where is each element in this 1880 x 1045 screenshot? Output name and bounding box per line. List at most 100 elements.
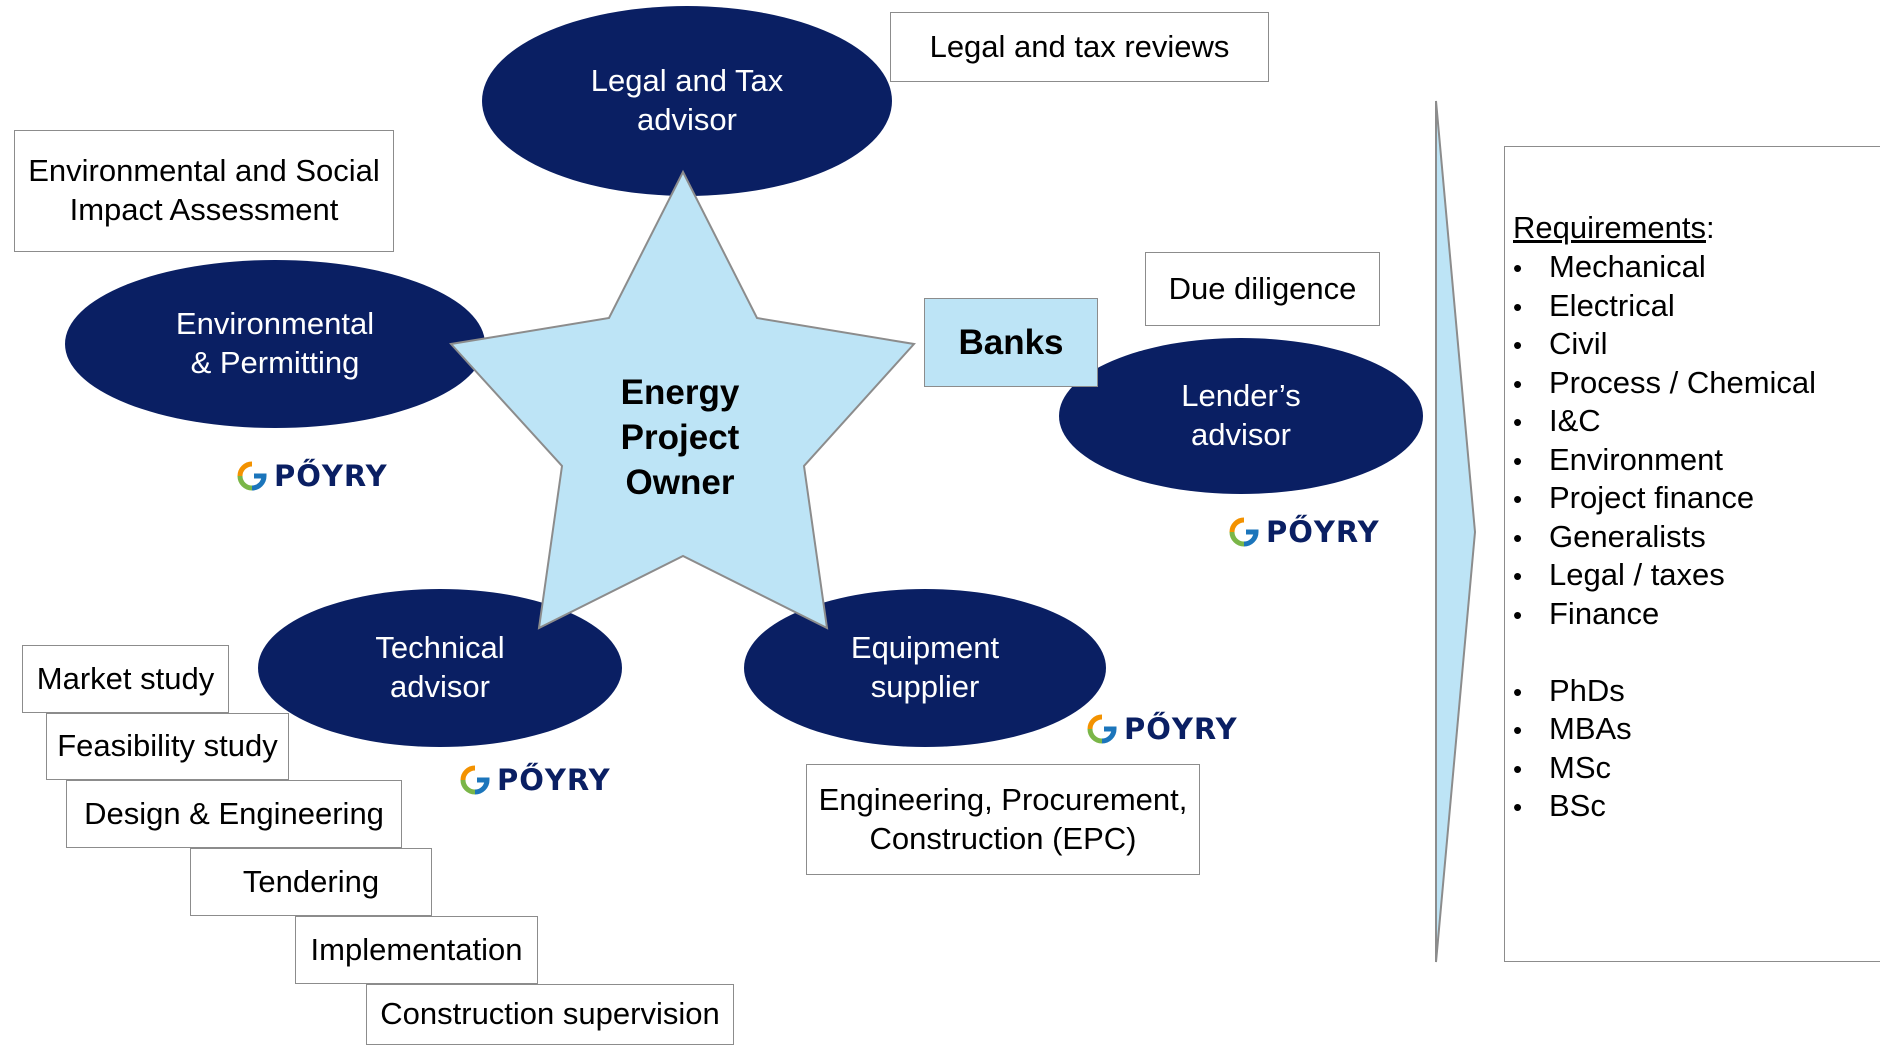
poyry-logo-lenders: PŐYRY <box>1229 515 1380 549</box>
legal-tax-advisor-ellipse: Legal and Tax advisor <box>482 6 892 196</box>
bullet: • <box>1513 715 1523 745</box>
degree-label: PhDs <box>1549 672 1625 708</box>
technical-advisor-line2: advisor <box>390 669 490 704</box>
requirement-label: I&C <box>1549 403 1601 438</box>
stage-label: Implementation <box>310 931 523 967</box>
legal-tax-advisor-line2: advisor <box>637 102 737 137</box>
poyry-logo-text: PŐYRY <box>274 459 388 493</box>
requirements-panel <box>1504 146 1880 962</box>
requirement-label: Legal / taxes <box>1549 557 1725 592</box>
stage-tendering: Tendering <box>190 848 432 916</box>
epc-line1: Engineering, Procurement, <box>818 781 1188 817</box>
degree-item: • MSc <box>1513 749 1816 788</box>
requirement-label: Civil <box>1549 326 1608 361</box>
requirements-title-colon: : <box>1705 210 1715 245</box>
bullet: • <box>1513 330 1523 360</box>
requirement-label: Generalists <box>1549 518 1706 554</box>
stage-feasibility-study: Feasibility study <box>46 713 289 780</box>
poyry-logo-text: PŐYRY <box>497 763 611 797</box>
list-spacer <box>1513 633 1816 672</box>
legal-tax-reviews-label: Legal and tax reviews <box>929 28 1230 64</box>
legal-tax-reviews-box: Legal and tax reviews <box>890 12 1269 82</box>
requirement-label: Project finance <box>1549 480 1755 515</box>
requirements-list: • Mechanical • Electrical • Civil • Process … <box>1513 248 1816 826</box>
stage-construction-supervision: Construction supervision <box>366 984 734 1045</box>
due-diligence-box: Due diligence <box>1145 252 1380 326</box>
requirement-item: • Project finance <box>1513 479 1816 518</box>
requirement-label: Finance <box>1549 595 1660 631</box>
esia-line1: Environmental and Social <box>28 153 380 189</box>
poyry-swirl-icon <box>237 461 267 491</box>
lenders-advisor-line2: advisor <box>1191 417 1291 452</box>
poyry-logo-equipment: PŐYRY <box>1087 712 1238 746</box>
requirements-title-text: Requirements <box>1513 210 1706 245</box>
bullet: • <box>1513 522 1523 553</box>
stage-implementation: Implementation <box>295 916 538 984</box>
environmental-permitting-line1: Environmental <box>175 306 375 342</box>
banks-box: Banks <box>924 298 1098 387</box>
stage-label: Market study <box>36 660 215 696</box>
bullet: • <box>1513 445 1523 476</box>
center-line3: Owner <box>625 463 735 502</box>
bullet: • <box>1513 561 1523 591</box>
bullet: • <box>1513 599 1523 630</box>
esia-line2: Impact Assessment <box>69 192 339 227</box>
poyry-logo-environmental: PŐYRY <box>237 459 388 493</box>
requirement-label: Mechanical <box>1549 249 1706 284</box>
requirement-label: Process / Chemical <box>1549 364 1817 400</box>
stage-market-study: Market study <box>22 645 229 713</box>
requirement-label: Environment <box>1549 441 1724 477</box>
bullet: • <box>1513 484 1523 514</box>
equipment-supplier-line2: supplier <box>870 669 980 704</box>
requirements-title: Requirements: <box>1513 210 1715 246</box>
technical-advisor-line1: Technical <box>375 630 505 666</box>
lenders-advisor-ellipse: Lender’s advisor <box>1059 338 1423 494</box>
requirement-item: • Legal / taxes <box>1513 556 1816 595</box>
requirement-item: • Civil <box>1513 325 1816 364</box>
bullet: • <box>1513 753 1523 784</box>
requirement-label: Electrical <box>1549 287 1675 323</box>
requirement-item: • Environment <box>1513 441 1816 480</box>
equipment-supplier-line1: Equipment <box>850 630 1000 666</box>
degree-item: • MBAs <box>1513 710 1816 749</box>
environmental-permitting-ellipse: Environmental & Permitting <box>65 260 485 428</box>
center-line1: Energy <box>620 373 740 412</box>
stage-label: Construction supervision <box>380 996 720 1032</box>
requirement-item: • Electrical <box>1513 287 1816 326</box>
lenders-advisor-line1: Lender’s <box>1181 378 1301 414</box>
stage-label: Feasibility study <box>57 728 278 764</box>
requirement-item: • I&C <box>1513 402 1816 441</box>
due-diligence-label: Due diligence <box>1168 270 1357 306</box>
legal-tax-advisor-line1: Legal and Tax <box>590 63 784 99</box>
degree-label: MSc <box>1549 749 1611 785</box>
poyry-logo-text: PŐYRY <box>1124 712 1238 746</box>
bullet: • <box>1513 291 1523 322</box>
bullet: • <box>1513 676 1523 707</box>
environmental-permitting-line2: & Permitting <box>190 345 360 380</box>
requirement-item: • Finance <box>1513 595 1816 634</box>
requirement-item: • Process / Chemical <box>1513 364 1816 403</box>
poyry-swirl-icon <box>460 765 490 795</box>
degree-item: • PhDs <box>1513 672 1816 711</box>
bullet: • <box>1513 253 1523 283</box>
stage-label: Design & Engineering <box>84 795 384 831</box>
esia-box: Environmental and Social Impact Assessme… <box>14 130 394 252</box>
epc-line2: Construction (EPC) <box>869 820 1137 856</box>
degree-label: BSc <box>1549 788 1606 823</box>
bullet: • <box>1513 368 1523 399</box>
bullet: • <box>1513 407 1523 437</box>
requirement-item: • Mechanical <box>1513 248 1816 287</box>
stage-label: Tendering <box>242 863 380 899</box>
poyry-logo-technical: PŐYRY <box>460 763 611 797</box>
poyry-swirl-icon <box>1229 517 1259 547</box>
bullet: • <box>1513 792 1523 822</box>
degree-label: MBAs <box>1549 711 1632 746</box>
epc-box: Engineering, Procurement, Construction (… <box>806 764 1200 875</box>
poyry-logo-text: PŐYRY <box>1266 515 1380 549</box>
poyry-swirl-icon <box>1087 714 1117 744</box>
energy-project-owner-label: Energy Project Owner <box>560 370 800 505</box>
stage-design-engineering: Design & Engineering <box>66 780 402 848</box>
center-line2: Project <box>620 418 740 457</box>
